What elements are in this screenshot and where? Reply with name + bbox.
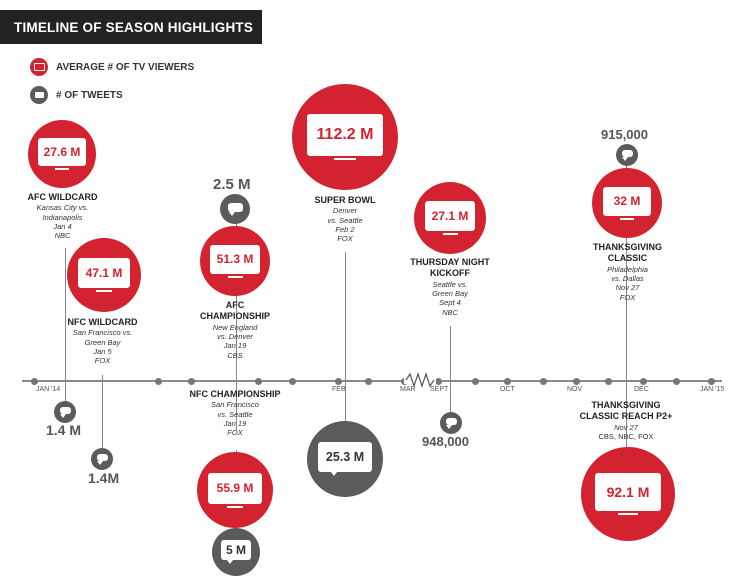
event-name: THURSDAY NIGHT (410, 257, 490, 267)
speech-bubble-icon (96, 453, 108, 465)
thursday-night-viewers: 27.1 M (414, 182, 486, 254)
month-label: DEC (634, 386, 649, 393)
event-name: AFC (225, 300, 245, 310)
tick-nov (573, 378, 580, 385)
nfc-wildcard-viewers: 47.1 M (67, 238, 141, 312)
thanksgiving-info: THANKSGIVING CLASSIC Philadelphia vs. Da… (575, 242, 680, 302)
event-name: NFC WILDCARD (67, 317, 138, 327)
afc-wildcard-info: AFC WILDCARD Kansas City vs. Indianapoli… (10, 192, 115, 241)
afc-championship-tweets-bubble (220, 194, 250, 224)
month-label: JAN '15 (700, 386, 725, 393)
thursday-night-info: THURSDAY NIGHT KICKOFF Seattle vs. Green… (395, 257, 505, 317)
tv-icon: 112.2 M (307, 114, 383, 160)
tv-icon: 32 M (603, 186, 651, 220)
connector (102, 375, 103, 450)
tick (540, 378, 547, 385)
tv-icon: 92.1 M (595, 473, 661, 515)
tv-icon: 51.3 M (210, 244, 260, 278)
speech-bubble-icon (227, 202, 243, 216)
legend-tv-label: AVERAGE # OF TV VIEWERS (56, 61, 195, 73)
tv-icon: 55.9 M (208, 472, 262, 508)
tick (255, 378, 262, 385)
thanksgiving-viewers: 32 M (592, 168, 662, 238)
legend-tv: AVERAGE # OF TV VIEWERS (30, 58, 194, 76)
tick-dec (640, 378, 647, 385)
tick (365, 378, 372, 385)
month-label: OCT (500, 386, 515, 393)
month-label: SEPT (430, 386, 449, 393)
tick (673, 378, 680, 385)
nfc-wildcard-info: NFC WILDCARD San Francisco vs. Green Bay… (50, 317, 155, 366)
tick-oct (504, 378, 511, 385)
connector (65, 248, 66, 406)
afc-championship-tweets: 2.5 M (213, 176, 251, 193)
page-title: TIMELINE OF SEASON HIGHLIGHTS (14, 19, 254, 35)
month-label: NOV (567, 386, 583, 393)
tick-feb (335, 378, 342, 385)
thanksgiving-reach-viewers: 92.1 M (581, 447, 675, 541)
connector (450, 326, 451, 414)
event-name: NFC CHAMPIONSHIP (189, 389, 281, 399)
tv-icon: 47.1 M (78, 258, 130, 292)
event-name: THANKSGIVING (592, 242, 662, 252)
speech-bubble-icon (445, 417, 457, 429)
super-bowl-info: SUPER BOWL Denver vs. Seattle Feb 2 FOX (295, 195, 395, 244)
event-name: AFC WILDCARD (27, 192, 98, 202)
tick (605, 378, 612, 385)
month-label: MAR (400, 386, 416, 393)
thanksgiving-tweets-bubble (616, 144, 638, 166)
nfc-championship-info: NFC CHAMPIONSHIP San Francisco vs. Seatt… (175, 389, 295, 438)
event-name: THANKSGIVING (591, 400, 661, 410)
nfc-championship-viewers: 55.9 M (197, 452, 273, 528)
nfc-wildcard-tweets-bubble (91, 448, 113, 470)
speech-bubble-icon: 25.3 M (318, 442, 372, 476)
connector (236, 218, 237, 430)
tick (289, 378, 296, 385)
afc-championship-viewers: 51.3 M (200, 226, 270, 296)
timeline-axis (22, 380, 722, 382)
super-bowl-tweets-bubble: 25.3 M (307, 421, 383, 497)
tick-start (31, 378, 38, 385)
super-bowl-tweets: 25.3 M (325, 450, 365, 464)
afc-wildcard-tweets-bubble (54, 401, 76, 423)
legend-tweets-label: # OF TWEETS (56, 89, 123, 101)
legend-tweets: # OF TWEETS (30, 86, 123, 104)
axis-break-icon (404, 372, 436, 388)
afc-wildcard-tweets: 1.4 M (46, 422, 82, 438)
afc-championship-info: AFC CHAMPIONSHIP New England vs. Denver … (185, 300, 285, 360)
afc-wildcard-viewers: 27.6 M (28, 120, 96, 188)
month-label: JAN '14 (36, 386, 61, 393)
tick (472, 378, 479, 385)
speech-bubble-icon (30, 86, 48, 104)
nfc-wildcard-tweets: 1.4M (88, 470, 120, 486)
connector (345, 252, 346, 427)
nfc-championship-tweets-bubble: 5 M (212, 528, 260, 576)
tick (155, 378, 162, 385)
connector (626, 160, 627, 470)
title-bar: TIMELINE OF SEASON HIGHLIGHTS (0, 10, 262, 44)
thanksgiving-tweets: 915,000 (601, 127, 648, 142)
event-name: SUPER BOWL (314, 195, 376, 205)
thanksgiving-reach-info: THANKSGIVING CLASSIC REACH P2+ Nov 27 CB… (566, 400, 686, 441)
speech-bubble-icon (59, 406, 71, 418)
tv-icon: 27.6 M (38, 138, 86, 170)
tv-icon: 27.1 M (425, 201, 475, 235)
tick-sept (435, 378, 442, 385)
tick (188, 378, 195, 385)
thursday-night-tweets: 948,000 (422, 434, 469, 449)
thursday-night-tweets-bubble (440, 412, 462, 434)
tv-icon (30, 58, 48, 76)
nfc-championship-tweets: 5 M (225, 543, 246, 557)
month-label: FEB (332, 386, 346, 393)
super-bowl-viewers: 112.2 M (292, 84, 398, 190)
speech-bubble-icon: 5 M (221, 540, 251, 564)
tick-jan15 (708, 378, 715, 385)
speech-bubble-icon (621, 149, 633, 161)
